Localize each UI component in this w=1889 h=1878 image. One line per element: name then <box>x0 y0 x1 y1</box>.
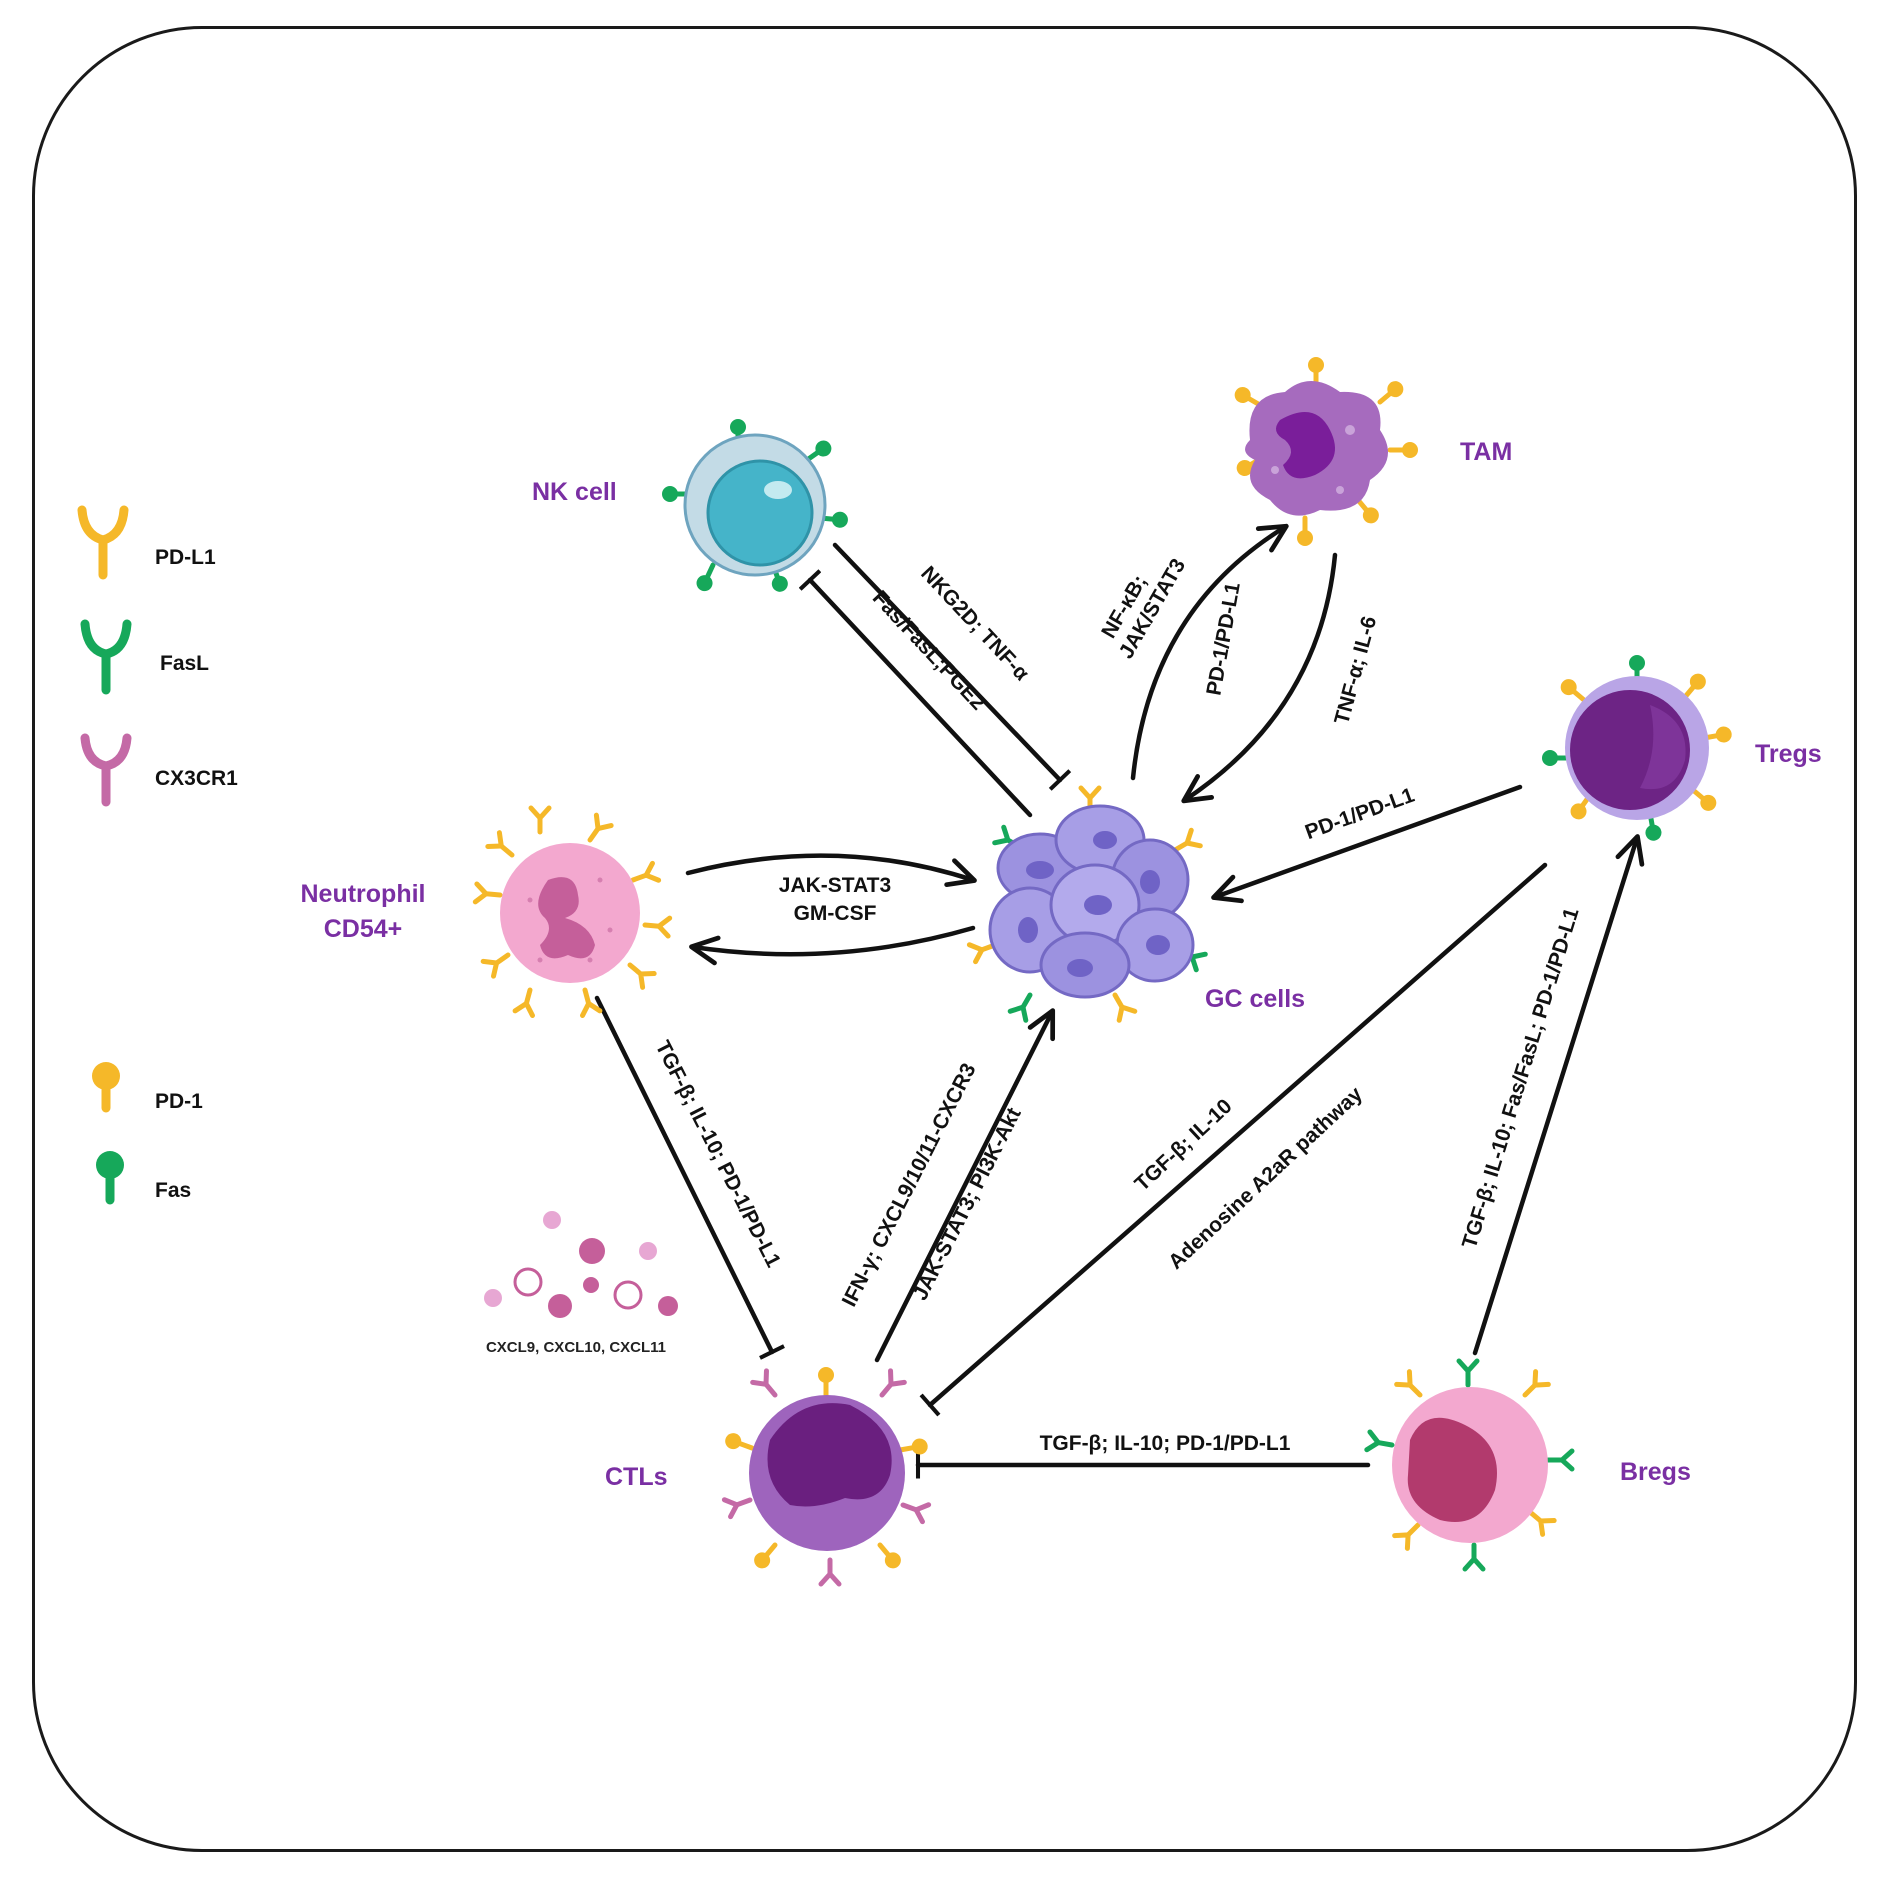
pd-l1-receptor-icon <box>77 505 129 580</box>
edge-label-neutrophil-gc-1: JAK-STAT3 <box>779 874 891 897</box>
edge-label-tam-gc-1: PD-1/PD-L1 <box>1202 580 1245 697</box>
edge-nk-gc <box>832 542 1072 791</box>
legend-label-cx3cr1: CX3CR1 <box>155 767 238 790</box>
edge-label-tregs-gc: PD-1/PD-L1 <box>1302 783 1418 844</box>
bregs-label: Bregs <box>1620 1458 1691 1486</box>
chemokine-label: CXCL9, CXCL10, CXCL11 <box>486 1339 666 1356</box>
chemokine-particles: CXCL9, CXCL10, CXCL11 <box>484 1211 678 1356</box>
edge-ctls-gc <box>874 1008 1056 1363</box>
gc-cells-label: GC cells <box>1205 985 1305 1013</box>
pd-1-icon <box>92 1062 120 1113</box>
legend-label-pd-l1: PD-L1 <box>155 546 216 569</box>
edge-label-bregs-tregs: TGF-β; IL-10; Fas/FasL; PD-1/PD-L1 <box>1458 905 1584 1251</box>
edge-label-ctls-gc-1: IFN-γ; CXCL9/10/11-CXCR3 <box>838 1060 981 1311</box>
tumor-cluster-icon <box>969 788 1205 1020</box>
edge-label-tam-gc-2: TNF-α; IL-6 <box>1330 614 1381 727</box>
tam-label: TAM <box>1460 438 1512 466</box>
fas-icon <box>96 1151 124 1205</box>
edge-labels: NKG2D; TNF-α Fas/FasL;PGE2 NF-κB; JAK/ST… <box>651 555 1584 1455</box>
neutrophil-label-line1: Neutrophil <box>301 880 426 908</box>
edge-label-bregs-ctls: TGF-β; IL-10; PD-1/PD-L1 <box>1040 1432 1291 1455</box>
edge-tregs-ctls <box>919 862 1548 1417</box>
legend-label-pd-1: PD-1 <box>155 1090 203 1113</box>
edge-neutrophil-ctls <box>594 995 785 1360</box>
legend-label-fasl: FasL <box>160 652 209 675</box>
edge-neutrophil-gc <box>685 853 977 888</box>
neutrophil-label-line2: CD54+ <box>324 915 403 943</box>
macrophage-icon <box>1232 357 1418 546</box>
neutrophil-icon <box>475 808 669 1016</box>
edge-gc-tam <box>1130 523 1289 781</box>
legend-label-fas: Fas <box>155 1179 191 1202</box>
edge-label-neutrophil-gc-2: GM-CSF <box>794 902 877 925</box>
legend: PD-L1 FasL CX3CR1 PD-1 Fas <box>77 505 238 1205</box>
edge-tregs-gc <box>1211 784 1523 904</box>
treg-cell-icon <box>1542 655 1733 842</box>
edge-tam-gc <box>1181 552 1338 804</box>
ctl-cell-icon <box>723 1367 929 1584</box>
edge-gc-neutrophil <box>689 925 976 966</box>
ctls-label: CTLs <box>605 1463 668 1491</box>
nk-cell-icon <box>662 419 849 594</box>
breg-cell-icon <box>1367 1361 1572 1569</box>
diagram-frame <box>32 26 1857 1852</box>
cx3cr1-receptor-icon <box>80 733 132 807</box>
fasl-receptor-icon <box>80 619 132 695</box>
edge-bregs-tregs <box>1472 834 1645 1356</box>
tregs-label: Tregs <box>1755 740 1822 768</box>
edges <box>594 523 1645 1479</box>
edge-gc-nk <box>798 569 1033 818</box>
edge-label-neutrophil-ctls: TGF-β; IL-10; PD-1/PD-L1 <box>651 1037 786 1271</box>
nk-cell-label: NK cell <box>532 478 617 506</box>
